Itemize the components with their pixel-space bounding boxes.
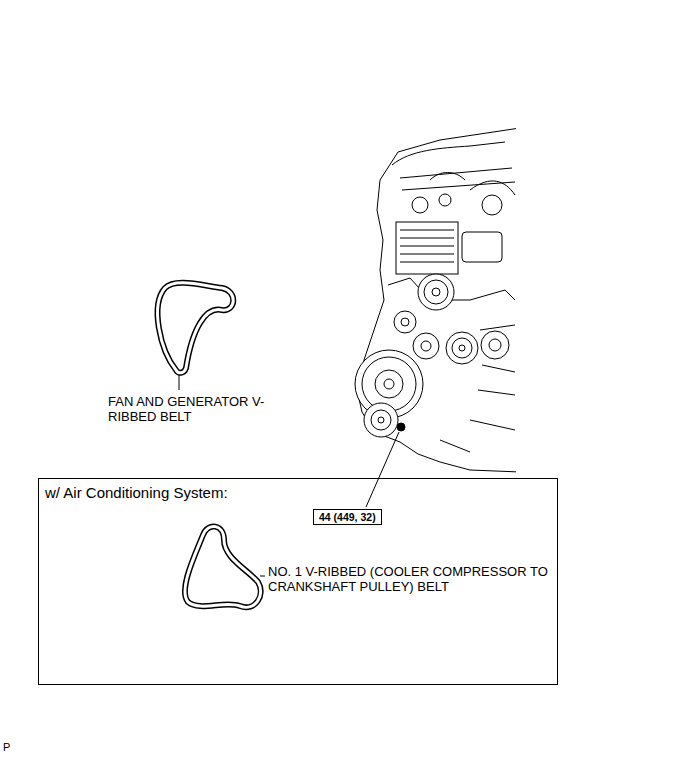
condition-heading: w/ Air Conditioning System:: [45, 484, 228, 502]
page-mark: P: [3, 741, 10, 754]
torque-value: 44 (449, 32): [319, 511, 376, 523]
cooler-compressor-belt: [185, 526, 261, 607]
engine-drawing: [355, 128, 516, 472]
torque-box: 44 (449, 32): [313, 509, 382, 525]
part-name: NO. 1 V-RIBBED (COOLER COMPRESSOR TO CRA…: [268, 564, 550, 595]
fan-generator-belt: [158, 283, 234, 373]
condition-box: w/ Air Conditioning System: NO. 1 V-RIBBE…: [38, 478, 558, 685]
part-name: FAN AND GENERATOR V-RIBBED BELT: [108, 394, 268, 425]
